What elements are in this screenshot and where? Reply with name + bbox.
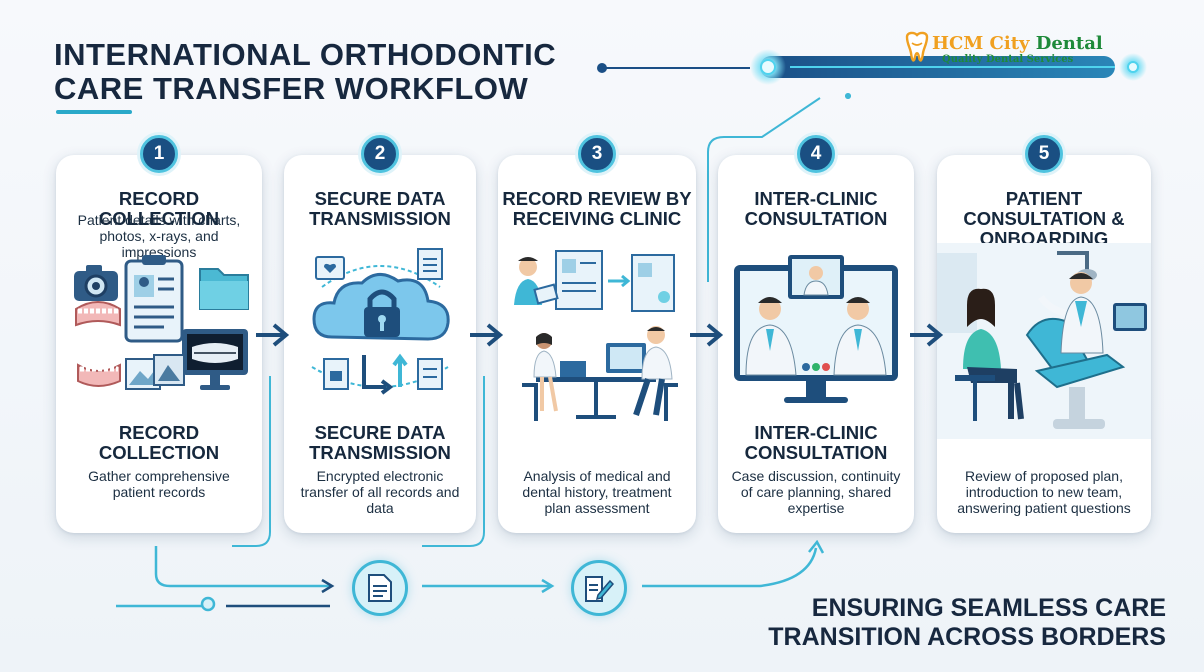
step-description: Analysis of medical and dental history, …	[522, 468, 672, 516]
step-number-badge: 3	[578, 135, 616, 173]
dental-chair-icon	[937, 243, 1151, 439]
folder-icon	[199, 268, 249, 310]
cloud-lock-icon	[312, 273, 450, 341]
step-card-5: 5 PATIENT CONSULTATION & ONBOARDING	[937, 135, 1151, 533]
brand-tagline: Quality Dental Services	[942, 54, 1074, 65]
step-description: Review of proposed plan, introduction to…	[957, 468, 1131, 516]
step-number-badge: 1	[140, 135, 178, 173]
record-collection-illustration	[74, 255, 249, 390]
footer-tagline-line1: ENSURING SEAMLESS CARE	[811, 594, 1166, 622]
brand-name: HCM City Dental	[932, 33, 1103, 54]
bottom-flow-connector	[116, 540, 825, 612]
flow-arrow-3	[690, 323, 724, 347]
transfer-arrows-icon	[362, 353, 408, 395]
teeth-mold-icon	[75, 301, 121, 387]
card1-down-connector	[232, 376, 271, 547]
step-description: Case discussion, continuity of care plan…	[731, 468, 901, 516]
edit-document-icon	[585, 576, 614, 602]
step-title: INTER-CLINIC CONSULTATION	[744, 188, 888, 229]
edit-document-node	[571, 560, 627, 616]
video-call-icon	[734, 255, 898, 403]
tooth-logo-icon	[905, 31, 929, 62]
brand-name-suffix: Dental	[1029, 33, 1103, 54]
flow-arrow-2	[470, 323, 504, 347]
inter-clinic-consultation-illustration	[734, 255, 898, 403]
document-flow-icon	[368, 574, 392, 602]
step-title-secondary: INTER-CLINIC CONSULTATION	[744, 422, 888, 463]
step-number-badge: 2	[361, 135, 399, 173]
record-review-illustration	[514, 250, 678, 421]
document-icon	[417, 358, 443, 390]
flow-arrow-1	[256, 323, 290, 347]
page-title-line1: INTERNATIONAL ORTHODONTIC	[54, 37, 557, 72]
xray-monitor-icon	[182, 329, 248, 390]
camera-icon	[74, 265, 118, 301]
brand-name-prefix: HCM City	[932, 33, 1030, 54]
top-connector-decoration	[597, 49, 1147, 99]
secure-transmission-illustration	[311, 248, 450, 395]
step-number-badge: 4	[797, 135, 835, 173]
step-number-badge: 5	[1025, 135, 1063, 173]
step-title: RECORD REVIEW BY RECEIVING CLINIC	[502, 188, 692, 229]
step-subtitle: Patient details with charts, photos, x-r…	[77, 212, 241, 260]
clipboard-icon	[124, 255, 184, 343]
step-description: Encrypted electronic transfer of all rec…	[300, 468, 460, 516]
step-title: SECURE DATA TRANSMISSION	[309, 188, 451, 229]
page-title: INTERNATIONAL ORTHODONTIC CARE TRANSFER …	[54, 38, 574, 106]
step-title-secondary: SECURE DATA TRANSMISSION	[309, 422, 451, 463]
step-card-1: 1 RECORD COLLECTION Patient details with…	[56, 135, 262, 533]
patient-onboarding-illustration	[937, 243, 1151, 439]
step-card-3: 3 RECORD REVIEW BY RECEIVING CLINIC	[498, 135, 696, 533]
footer-tagline: ENSURING SEAMLESS CARE TRANSITION ACROSS…	[746, 594, 1166, 652]
brand-logo: HCM City Dental Quality Dental Services	[902, 31, 1103, 67]
document-icon	[417, 248, 443, 280]
title-underline	[56, 110, 132, 114]
step-title: PATIENT CONSULTATION & ONBOARDING	[963, 188, 1125, 249]
folder-heart-icon	[315, 256, 345, 280]
lock-document-icon	[323, 358, 349, 390]
footer-tagline-line2: TRANSITION ACROSS BORDERS	[768, 623, 1166, 651]
step-title: RECORD COLLECTION	[98, 188, 220, 229]
step-card-2: 2 SECURE DATA TRANSMISSION	[284, 135, 476, 533]
dentist-team-icon	[514, 250, 678, 421]
step-card-4: 4 INTER-CLINIC CONSULTATION	[718, 135, 914, 533]
card4-connector-decoration	[707, 93, 851, 282]
flow-arrow-4	[910, 323, 944, 347]
photos-icon	[125, 354, 185, 390]
step-title-secondary: RECORD COLLECTION	[98, 422, 220, 463]
step-description: Gather comprehensive patient records	[88, 468, 230, 500]
document-node	[352, 560, 408, 616]
page-title-line2: CARE TRANSFER WORKFLOW	[54, 71, 529, 106]
card2-down-connector	[422, 376, 485, 547]
